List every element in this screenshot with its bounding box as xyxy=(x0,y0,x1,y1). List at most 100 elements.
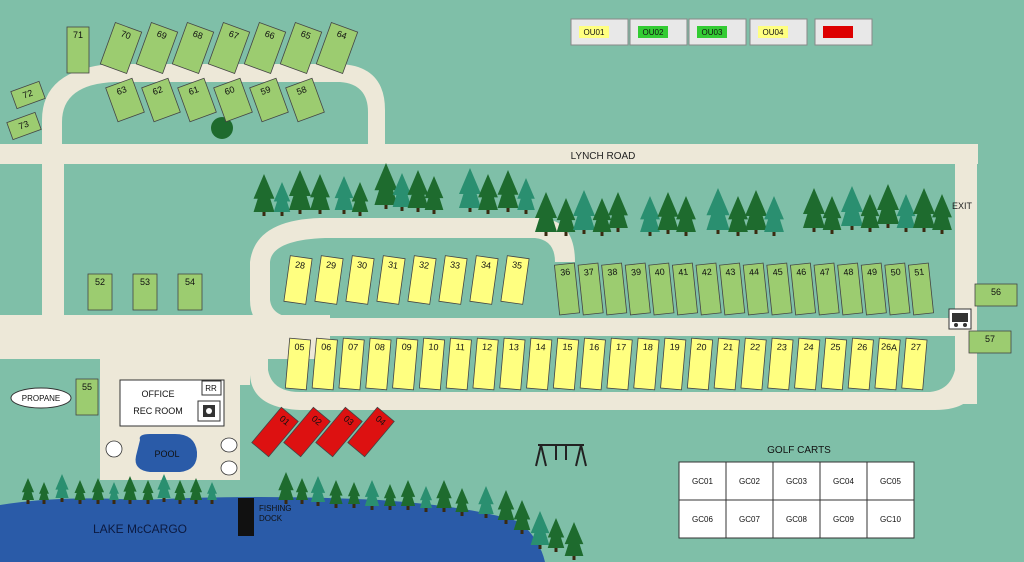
campsite-27[interactable]: 27 xyxy=(901,337,928,391)
campsite-33[interactable]: 33 xyxy=(438,255,468,305)
tree-icon xyxy=(841,186,863,226)
campsite-53[interactable]: 53 xyxy=(132,273,158,311)
campsite-17[interactable]: 17 xyxy=(606,337,633,391)
campsite-59[interactable]: 59 xyxy=(249,77,289,123)
campsite-72[interactable]: 72 xyxy=(10,80,46,110)
campsite-05[interactable]: 05 xyxy=(284,337,312,391)
campsite-11[interactable]: 11 xyxy=(445,337,472,391)
campsite-06[interactable]: 06 xyxy=(311,337,338,391)
campsite-04[interactable]: 04 xyxy=(347,406,395,458)
campsite-41[interactable]: 41 xyxy=(672,262,698,316)
campsite-65[interactable]: 65 xyxy=(279,22,323,74)
tree-icon xyxy=(592,198,612,232)
campsite-45[interactable]: 45 xyxy=(766,262,793,316)
campsite-20[interactable]: 20 xyxy=(686,337,714,391)
tree-icon xyxy=(392,173,412,207)
golf-cart-cell[interactable]: GC07 xyxy=(725,499,774,539)
campsite-51[interactable]: 51 xyxy=(908,262,934,316)
campsite-35[interactable]: 35 xyxy=(500,255,530,305)
golf-cart-cell[interactable]: GC05 xyxy=(866,461,915,501)
campsite-38[interactable]: 38 xyxy=(601,262,628,316)
campsite-number: 19 xyxy=(669,342,680,353)
campsite-58[interactable]: 58 xyxy=(285,77,325,123)
golf-cart-cell[interactable]: GC04 xyxy=(819,461,868,501)
legend-button-2[interactable]: OU02 xyxy=(629,18,688,46)
campsite-26A[interactable]: 26A xyxy=(874,337,901,391)
campsite-18[interactable]: 18 xyxy=(633,337,660,391)
campsite-19[interactable]: 19 xyxy=(660,337,687,391)
campsite-23[interactable]: 23 xyxy=(767,337,794,391)
campsite-47[interactable]: 47 xyxy=(813,262,840,316)
campsite-14[interactable]: 14 xyxy=(526,337,553,391)
campsite-28[interactable]: 28 xyxy=(283,255,313,305)
campsite-30[interactable]: 30 xyxy=(345,255,375,305)
campsite-44[interactable]: 44 xyxy=(742,262,769,316)
campsite-number: 04 xyxy=(374,413,388,427)
campsite-63[interactable]: 63 xyxy=(105,77,145,123)
golf-cart-cell[interactable]: GC02 xyxy=(725,461,774,501)
campsite-40[interactable]: 40 xyxy=(648,262,675,316)
campsite-32[interactable]: 32 xyxy=(407,255,437,305)
campsite-29[interactable]: 29 xyxy=(314,255,344,305)
campsite-55[interactable]: 55 xyxy=(75,378,99,416)
campsite-08[interactable]: 08 xyxy=(365,337,392,391)
campsite-21[interactable]: 21 xyxy=(713,337,740,391)
campsite-37[interactable]: 37 xyxy=(577,262,604,316)
campsite-36[interactable]: 36 xyxy=(554,262,580,316)
campsite-57[interactable]: 57 xyxy=(968,330,1012,354)
legend-button-3[interactable]: OU03 xyxy=(688,18,747,46)
campsite-64[interactable]: 64 xyxy=(315,22,359,74)
campsite-34[interactable]: 34 xyxy=(469,255,499,305)
campsite-54[interactable]: 54 xyxy=(177,273,203,311)
golf-cart-cell[interactable]: GC03 xyxy=(772,461,821,501)
campsite-26[interactable]: 26 xyxy=(847,337,874,391)
campsite-67[interactable]: 67 xyxy=(207,22,251,74)
campsite-13[interactable]: 13 xyxy=(499,337,526,391)
campsite-31[interactable]: 31 xyxy=(376,255,406,305)
campsite-70[interactable]: 70 xyxy=(99,22,143,74)
campsite-pad xyxy=(579,337,606,391)
campsite-61[interactable]: 61 xyxy=(177,77,217,123)
campsite-12[interactable]: 12 xyxy=(472,337,499,391)
campsite-01[interactable]: 01 xyxy=(251,406,299,458)
campsite-pad xyxy=(285,77,325,123)
campsite-46[interactable]: 46 xyxy=(790,262,816,316)
campsite-25[interactable]: 25 xyxy=(820,337,848,391)
legend-button-5[interactable] xyxy=(814,18,873,46)
campsite-10[interactable]: 10 xyxy=(418,337,446,391)
campsite-15[interactable]: 15 xyxy=(552,337,580,391)
campsite-07[interactable]: 07 xyxy=(338,337,365,391)
golf-cart-cell[interactable]: GC09 xyxy=(819,499,868,539)
golf-cart-cell[interactable]: GC08 xyxy=(772,499,821,539)
campsite-22[interactable]: 22 xyxy=(740,337,767,391)
campsite-16[interactable]: 16 xyxy=(579,337,606,391)
golf-cart-cell[interactable]: GC10 xyxy=(866,499,915,539)
campsite-03[interactable]: 03 xyxy=(315,406,363,458)
campsite-43[interactable]: 43 xyxy=(719,262,746,316)
campsite-66[interactable]: 66 xyxy=(243,22,287,74)
campsite-49[interactable]: 49 xyxy=(860,262,887,316)
exit-label: EXIT xyxy=(952,201,973,211)
campsite-52[interactable]: 52 xyxy=(87,273,113,311)
campsite-56[interactable]: 56 xyxy=(974,283,1018,307)
campsite-69[interactable]: 69 xyxy=(135,22,179,74)
tree-icon xyxy=(860,194,880,228)
golf-cart-cell[interactable]: GC06 xyxy=(678,499,727,539)
campsite-68[interactable]: 68 xyxy=(171,22,215,74)
campsite-71[interactable]: 71 xyxy=(66,26,90,74)
golf-cart-cell[interactable]: GC01 xyxy=(678,461,727,501)
campsite-02[interactable]: 02 xyxy=(283,406,331,458)
campsite-39[interactable]: 39 xyxy=(624,262,651,316)
campsite-24[interactable]: 24 xyxy=(794,337,821,391)
campsite-pad xyxy=(820,337,848,391)
campsite-50[interactable]: 50 xyxy=(884,262,911,316)
campsite-number: 36 xyxy=(560,267,571,278)
campsite-09[interactable]: 09 xyxy=(392,337,419,391)
legend-button-4[interactable]: OU04 xyxy=(749,18,808,46)
campsite-48[interactable]: 48 xyxy=(837,262,864,316)
campsite-42[interactable]: 42 xyxy=(695,262,722,316)
campsite-62[interactable]: 62 xyxy=(141,77,181,123)
legend-button-1[interactable]: OU01 xyxy=(570,18,629,46)
campsite-73[interactable]: 73 xyxy=(6,111,42,141)
campsite-60[interactable]: 60 xyxy=(213,77,253,123)
